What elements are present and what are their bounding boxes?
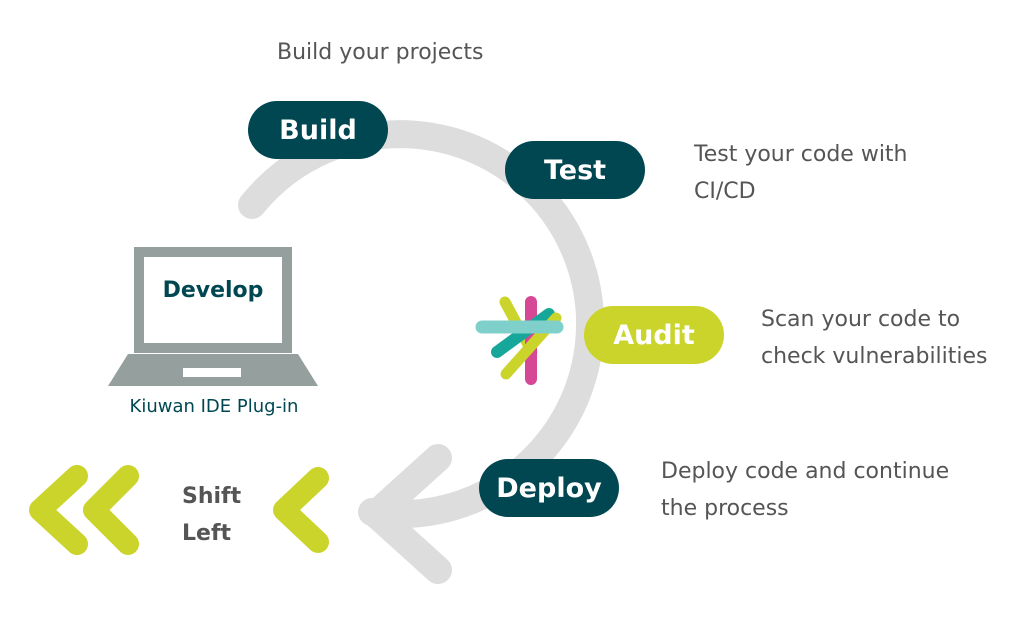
test-stage-pill: Test [505, 141, 645, 199]
chevron-left-icon [273, 467, 329, 553]
build-stage-pill: Build [248, 101, 388, 159]
test-caption-line-1: Test your code with [694, 142, 908, 167]
deploy-stage-pill: Deploy [479, 459, 619, 517]
laptop-icon [108, 247, 318, 386]
kiuwan-logo-icon [475, 296, 564, 385]
shift-left-line-2: Left [182, 521, 232, 546]
test-caption-line-2: CI/CD [694, 179, 756, 204]
build-caption-text: Build your projects [277, 40, 484, 65]
chevron-left-icon [83, 465, 139, 555]
audit-caption-line-2: check vulnerabilities [761, 344, 988, 369]
shift-left-line-1: Shift [182, 484, 242, 509]
chevron-left-icon [29, 465, 88, 555]
audit-caption-line-1: Scan your code to [761, 307, 961, 332]
audit-stage-pill: Audit [584, 306, 724, 364]
ide-plugin-label: Kiuwan IDE Plug-in [129, 396, 299, 417]
deploy-caption: Deploy code and continue the process [661, 453, 949, 527]
audit-caption: Scan your code to check vulnerabilities [761, 301, 988, 375]
cycle-arrowhead-icon [362, 444, 452, 584]
build-caption: Build your projects [277, 34, 484, 71]
shift-left-label: Shift Left [182, 478, 241, 552]
develop-label: Develop [162, 278, 264, 303]
deploy-caption-line-1: Deploy code and continue [661, 459, 950, 484]
test-caption: Test your code with CI/CD [694, 136, 908, 210]
deploy-caption-line-2: the process [661, 496, 789, 521]
